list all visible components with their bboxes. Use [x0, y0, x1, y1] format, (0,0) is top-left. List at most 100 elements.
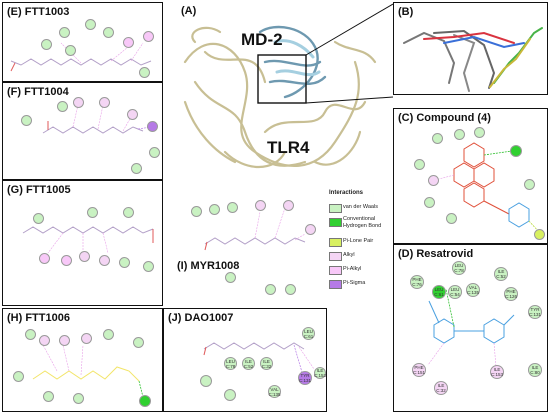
panel-c-compound4: (C) Compound (4): [393, 108, 548, 244]
legend-swatch-alkyl: [329, 252, 342, 261]
panel-a-label: (A): [181, 5, 197, 17]
residue-node: [39, 253, 50, 264]
residue-node: [133, 337, 144, 348]
residue-node: [200, 375, 212, 387]
residue-node: [139, 67, 150, 78]
panel-j-label: (J) DAO1007: [168, 312, 234, 324]
residue-node: [227, 202, 238, 213]
panel-b-label: (B): [398, 6, 414, 18]
residue-node: [61, 255, 72, 266]
residue-node: [225, 272, 236, 283]
legend-label-alkyl: Alkyl: [343, 252, 355, 258]
legend-label-pi-alkyl: Pi-Alkyl: [343, 266, 362, 272]
residue-node: [414, 159, 425, 170]
legend-swatch-pi-alkyl: [329, 266, 342, 275]
residue-node: [73, 97, 84, 108]
panel-e-diagram: [10, 42, 152, 72]
legend-swatch-pi-sigma: [329, 280, 342, 289]
residue-node: [99, 97, 110, 108]
residue-node: [79, 251, 90, 262]
residue-node: [87, 207, 98, 218]
panel-h-label: (H) FTT1006: [7, 312, 70, 324]
residue-node: [432, 133, 443, 144]
residue-node: [65, 45, 76, 56]
residue-node: [428, 175, 439, 186]
residue-node: [119, 257, 130, 268]
panel-b-overlay: [403, 27, 543, 92]
legend-label-vdw: van der Waals: [343, 204, 378, 210]
panel-d-diagram: [427, 288, 515, 368]
panel-g-label: (G) FTT1005: [7, 184, 71, 196]
panel-f-ftt1004: (F) FTT1004: [2, 82, 163, 180]
residue-node: [191, 206, 202, 217]
panel-i-diagram: [204, 207, 306, 251]
residue-node: [224, 389, 236, 401]
legend-title: Interactions: [329, 190, 364, 196]
residue-node: [33, 213, 44, 224]
panel-a-structure: [183, 3, 393, 168]
residue-node: [43, 391, 54, 402]
md2-label: MD-2: [241, 30, 283, 49]
panel-c-label: (C) Compound (4): [398, 112, 491, 124]
tlr4-label: TLR4: [267, 138, 310, 157]
panel-g-ftt1005: (G) FTT1005: [2, 180, 163, 306]
panel-d-label: (D) Resatrovid: [398, 248, 474, 260]
residue-node: [123, 207, 134, 218]
residue-node: [81, 333, 92, 344]
panel-i-label: (I) MYR1008: [177, 260, 240, 272]
residue-node: [13, 371, 24, 382]
residue-node: [524, 179, 535, 190]
legend-swatch-vdw: [329, 204, 342, 213]
legend-swatch-pi-lone-pair: [329, 238, 342, 247]
residue-node: [103, 329, 114, 340]
panel-b-ligand-overlay: (B): [393, 2, 548, 95]
residue-node: [59, 27, 70, 38]
residue-node: [57, 101, 68, 112]
residue-node: [39, 335, 50, 346]
panel-c-diagram: [438, 142, 541, 234]
residue-node: [73, 393, 84, 404]
residue-node: [534, 229, 545, 240]
residue-node: [127, 109, 138, 120]
panel-a-tlr4-md2: (A) MD-2 TLR4: [165, 2, 393, 184]
residue-node: [41, 39, 52, 50]
residue-node: [25, 329, 36, 340]
residue-node: [265, 284, 276, 295]
residue-node: [21, 115, 32, 126]
residue-node: [147, 121, 158, 132]
panel-e-ftt1003: (E) FTT1003: [2, 2, 163, 82]
panel-i-myr1008: (I) MYR1008: [165, 184, 325, 308]
residue-node: [285, 284, 296, 295]
residue-node: [424, 197, 435, 208]
legend-label-hbond: Conventional Hydrogen Bond: [343, 216, 382, 229]
residue-node: [209, 204, 220, 215]
residue-node: [446, 213, 457, 224]
panel-f-label: (F) FTT1004: [7, 86, 69, 98]
panel-e-label: (E) FTT1003: [7, 6, 70, 18]
residue-node: [474, 127, 485, 138]
residue-node: [59, 335, 70, 346]
residue-node: [131, 163, 142, 174]
residue-node: [99, 255, 110, 266]
legend-label-pi-lone-pair: Pi-Lone Pair: [343, 238, 374, 244]
panel-j-diagram: [203, 342, 315, 380]
residue-node: [255, 200, 266, 211]
